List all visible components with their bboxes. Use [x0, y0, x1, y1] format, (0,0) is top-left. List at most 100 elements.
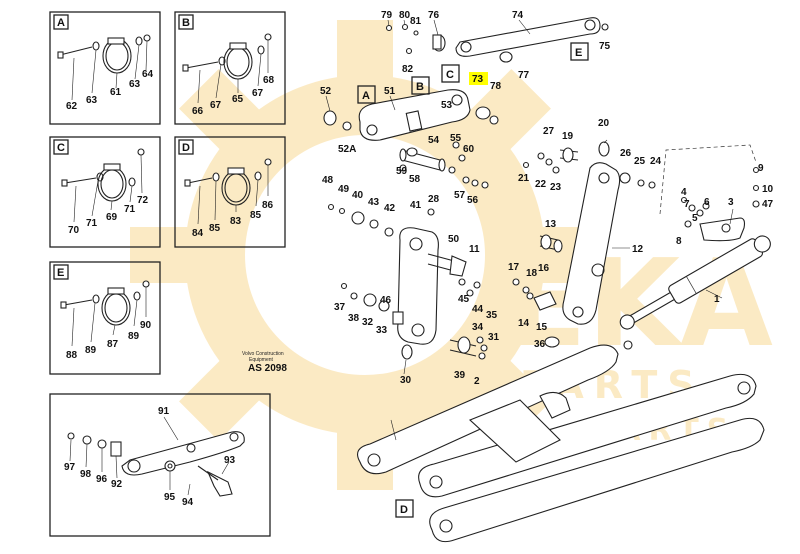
part-label: 24 — [650, 156, 662, 167]
main-letter-b: B — [416, 81, 424, 93]
part-label: 25 — [634, 156, 646, 167]
highlighted-part-label: 73 — [472, 74, 484, 85]
part-label: 79 — [381, 10, 393, 21]
part-label: 57 — [454, 190, 466, 201]
inset-box-d: D 84 85 83 85 86 — [174, 136, 286, 248]
part-label: 81 — [410, 16, 422, 27]
part-label: 87 — [107, 339, 119, 350]
highlighted-part-73: 73 — [469, 72, 488, 85]
inset-letter-e: E — [57, 267, 64, 279]
part-label: 53 — [441, 100, 453, 111]
inset-letter-c: C — [57, 142, 65, 154]
part-label: 21 — [518, 173, 530, 184]
part-label: 17 — [508, 262, 520, 273]
part-label: 36 — [534, 339, 546, 350]
part-label: 74 — [512, 10, 524, 21]
part-label: 78 — [490, 81, 502, 92]
part-label: 96 — [96, 474, 108, 485]
part-label: 44 — [472, 304, 484, 315]
part-label: 82 — [402, 64, 414, 75]
part-label: 98 — [80, 469, 92, 480]
part-label: 32 — [362, 317, 374, 328]
loader-arm-front — [357, 344, 619, 475]
part-label: 52A — [338, 144, 356, 155]
part-label: 71 — [86, 218, 98, 229]
part-label: 37 — [334, 302, 346, 313]
part-label: 83 — [230, 216, 242, 227]
part-label: 77 — [518, 70, 530, 81]
part-label: 60 — [463, 144, 475, 155]
part-label: 92 — [111, 479, 123, 490]
part-label: 26 — [620, 148, 632, 159]
inset-box-b: B 66 67 65 67 68 — [174, 11, 286, 125]
part-label: 5 — [692, 213, 698, 224]
part-label: 43 — [368, 197, 380, 208]
part-label: 90 — [140, 320, 152, 331]
part-label: 94 — [182, 497, 194, 508]
part-label: 28 — [428, 194, 440, 205]
part-label: 2 — [474, 376, 480, 387]
part-label: 46 — [380, 295, 392, 306]
caption-line-3: AS 2098 — [248, 363, 287, 374]
part-label: 4 — [681, 187, 687, 198]
part-label: 95 — [164, 492, 176, 503]
part-label: 67 — [210, 100, 222, 111]
inset-box-a: A 62 63 61 63 64 — [49, 11, 161, 125]
part-label: 71 — [124, 204, 136, 215]
loader-arm-rear — [429, 417, 765, 543]
highlight-marker — [469, 72, 488, 85]
part-label: 48 — [322, 175, 334, 186]
part-label: 31 — [488, 332, 500, 343]
main-letter-a: A — [362, 90, 370, 102]
part-label: 72 — [137, 195, 149, 206]
part-label: 7 — [684, 199, 690, 210]
part-label: 40 — [352, 190, 364, 201]
part-label: 80 — [399, 10, 411, 21]
part-label: 86 — [262, 200, 274, 211]
part-label: 47 — [762, 199, 774, 210]
part-label: 45 — [458, 294, 470, 305]
part-label: 66 — [192, 106, 204, 117]
hydraulic-cylinder — [619, 235, 771, 330]
part-label: 89 — [128, 331, 140, 342]
part-label: 27 — [543, 126, 555, 137]
part-label: 33 — [376, 325, 388, 336]
part-label: 16 — [538, 263, 550, 274]
part-label: 68 — [263, 75, 275, 86]
upright-link-left — [397, 227, 439, 345]
main-letter-boxes: A B C D E — [357, 42, 589, 518]
part-label: 30 — [400, 375, 412, 386]
part-label: 38 — [348, 313, 360, 324]
part-label: 49 — [338, 184, 350, 195]
main-letter-c: C — [446, 69, 454, 81]
part-label: 63 — [129, 79, 141, 90]
upright-link-right — [562, 162, 621, 325]
part-label: 61 — [110, 87, 122, 98]
inset-letter-d: D — [182, 142, 190, 154]
caption-line-2: Equipment — [249, 357, 274, 363]
part-label: 11 — [469, 244, 480, 255]
bottom-inset-box: 91 97 98 96 92 93 95 94 — [49, 393, 271, 537]
part-label: 55 — [450, 133, 462, 144]
part-label: 15 — [536, 322, 548, 333]
drawing-caption: Volvo Construction Equipment AS 2098 — [242, 351, 287, 374]
inset-box-c: C 70 71 69 71 72 — [49, 136, 161, 248]
part-label: 39 — [454, 370, 466, 381]
main-letter-e: E — [575, 47, 582, 59]
part-label: 42 — [384, 203, 396, 214]
part-label: 14 — [518, 318, 530, 329]
main-letter-d: D — [400, 504, 408, 516]
main-part-labels: 79 80 81 76 74 82 75 77 52 51 78 52A 53 … — [320, 10, 774, 387]
part-label: 85 — [250, 210, 262, 221]
main-leader-lines — [325, 19, 734, 441]
part-label: 62 — [66, 101, 78, 112]
part-label: 1 — [714, 294, 720, 305]
part-label: 41 — [410, 200, 422, 211]
part-label: 51 — [384, 86, 396, 97]
part-label: 84 — [192, 228, 204, 239]
part-label: 89 — [85, 345, 97, 356]
part-label: 54 — [428, 135, 440, 146]
part-label: 10 — [762, 184, 774, 195]
part-label: 12 — [632, 244, 644, 255]
